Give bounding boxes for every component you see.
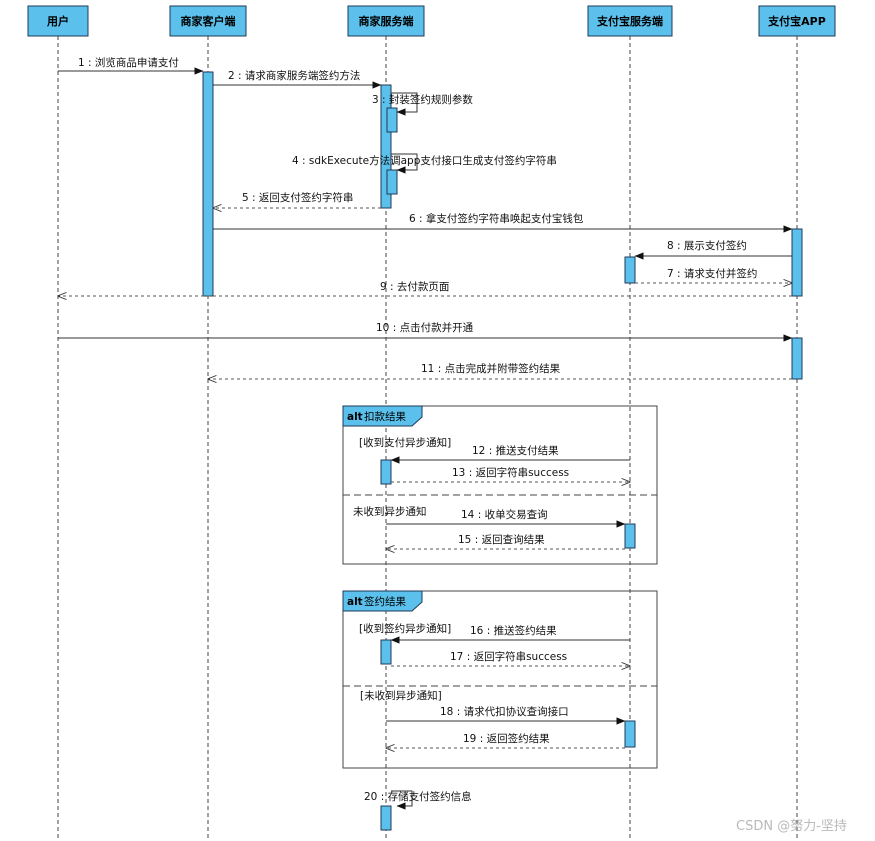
activation-bar <box>624 523 636 549</box>
message-label: 16 : 推送签约结果 <box>470 624 557 637</box>
message-label: 9 : 去付款页面 <box>380 280 449 293</box>
message-label: 3 : 封装签约规则参数 <box>372 93 473 106</box>
activation-bar <box>380 639 392 665</box>
activation-bar <box>624 256 636 284</box>
frame-guard: [收到支付异步通知] <box>359 436 451 449</box>
activation-bar <box>380 459 392 485</box>
frame-guard: [收到签约异步通知] <box>359 622 451 635</box>
frame-guard: 未收到异步通知 <box>353 505 427 518</box>
frame-keyword: alt <box>347 596 363 608</box>
frame-alt-deduction: alt 扣款结果 [收到支付异步通知] 未收到异步通知 <box>342 405 658 565</box>
message-label: 1 : 浏览商品申请支付 <box>78 56 179 69</box>
activation-bar <box>791 228 803 297</box>
message-label: 4 : sdkExecute方法调app支付接口生成支付签约字符串 <box>292 154 557 167</box>
message-label: 14 : 收单交易查询 <box>461 508 548 521</box>
message-label: 15 : 返回查询结果 <box>458 533 545 546</box>
activation-bar <box>380 84 392 209</box>
message-label: 13 : 返回字符串success <box>452 466 569 479</box>
activation-bar <box>380 805 392 831</box>
message-label: 17 : 返回字符串success <box>450 650 567 663</box>
activation-bar <box>791 337 803 380</box>
message-label: 19 : 返回签约结果 <box>463 732 550 745</box>
message-arrow <box>391 92 418 116</box>
actor-alipay-app: 支付宝APP <box>758 5 836 37</box>
actor-merchant-server-label: 商家服务端 <box>359 14 414 28</box>
frame-title: 签约结果 <box>364 595 406 608</box>
actor-alipay-app-label: 支付宝APP <box>767 14 826 28</box>
frame-guard: [未收到异步通知] <box>360 689 442 702</box>
activation-bar <box>624 720 636 748</box>
message-label: 20 : 存储支付签约信息 <box>364 790 472 803</box>
actor-merchant-server: 商家服务端 <box>347 5 425 37</box>
message-label: 18 : 请求代扣协议查询接口 <box>440 705 569 718</box>
actors: 用户 商家客户端 商家服务端 支付宝服务端 支付宝APP <box>27 5 836 37</box>
frame-title: 扣款结果 <box>364 410 406 423</box>
message-label: 2 : 请求商家服务端签约方法 <box>228 69 360 82</box>
message-label: 5 : 返回支付签约字符串 <box>242 191 353 204</box>
message-arrow <box>391 790 413 810</box>
activation-bar <box>386 169 398 195</box>
actor-user-label: 用户 <box>47 14 69 28</box>
activation-bar <box>386 107 398 133</box>
frame-alt-signing: alt 签约结果 [收到签约异步通知] [未收到异步通知] <box>342 590 658 769</box>
actor-merchant-client: 商家客户端 <box>169 5 247 37</box>
message-label: 11 : 点击完成并附带签约结果 <box>421 362 561 375</box>
messages: 1 : 浏览商品申请支付 2 : 请求商家服务端签约方法 3 : 封装签约规则参… <box>58 56 793 810</box>
activation-bar <box>202 71 214 297</box>
message-label: 6 : 拿支付签约字符串唤起支付宝钱包 <box>409 212 584 225</box>
message-label: 8 : 展示支付签约 <box>667 239 747 252</box>
message-label: 10 : 点击付款并开通 <box>376 321 474 334</box>
message-label: 7 : 请求支付并签约 <box>667 267 757 280</box>
actor-merchant-client-label: 商家客户端 <box>181 14 236 28</box>
frame-keyword: alt <box>347 411 363 423</box>
watermark: CSDN @努力-坚持 <box>736 819 847 834</box>
activations <box>202 71 803 831</box>
message-label: 12 : 推送支付结果 <box>472 444 559 457</box>
actor-user: 用户 <box>27 5 89 37</box>
actor-alipay-server: 支付宝服务端 <box>587 5 673 37</box>
message-arrow <box>391 153 418 174</box>
actor-alipay-server-label: 支付宝服务端 <box>596 14 663 28</box>
